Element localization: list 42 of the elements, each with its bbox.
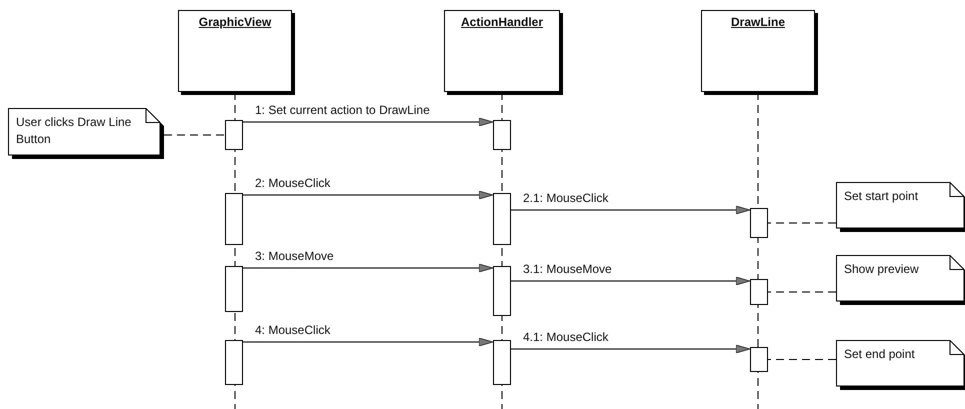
- note: [8, 108, 164, 159]
- message-label: 3: MouseMove: [255, 249, 334, 263]
- activation-bar: [493, 266, 511, 316]
- activation-bar: [750, 347, 768, 372]
- lifeline-name: DrawLine: [730, 15, 785, 29]
- note-connector: [164, 134, 226, 136]
- note-text: Show preview: [844, 261, 920, 278]
- lifeline-name: GraphicView: [198, 15, 272, 29]
- note: [836, 182, 965, 232]
- message-arrow: [510, 206, 750, 214]
- message-arrow: [242, 264, 494, 272]
- message-arrow: [510, 344, 750, 354]
- note-connector: [768, 222, 836, 224]
- message-label: 4.1: MouseClick: [523, 330, 608, 344]
- lifeline-name: ActionHandler: [460, 15, 543, 29]
- message-label: 4: MouseClick: [255, 323, 330, 337]
- activation-bar: [225, 120, 243, 150]
- activation-bar: [225, 193, 243, 245]
- note-connector: [768, 359, 836, 360]
- activation-bar: [225, 266, 243, 312]
- note: [836, 255, 965, 305]
- message-label: 3.1: MouseMove: [523, 262, 612, 276]
- note-text: User clicks Draw Line Button: [16, 114, 132, 148]
- message-arrow: [242, 190, 494, 200]
- activation-bar: [750, 279, 768, 305]
- message-label: 1: Set current action to DrawLine: [255, 103, 430, 117]
- message-label: 2.1: MouseClick: [523, 191, 608, 205]
- note: [836, 340, 965, 390]
- activation-bar: [225, 340, 243, 385]
- message-label: 2: MouseClick: [255, 176, 330, 190]
- message-arrow: [510, 276, 750, 286]
- message-arrow: [242, 118, 494, 126]
- activation-bar: [493, 193, 511, 245]
- activation-bar: [493, 340, 511, 385]
- lifeline-head: [701, 10, 815, 92]
- lifeline-head: [444, 10, 560, 92]
- lifeline-head: [178, 10, 292, 92]
- activation-bar: [750, 208, 768, 238]
- note-text: Set end point: [844, 346, 916, 363]
- activation-bar: [493, 120, 511, 150]
- note-text: Set start point: [844, 188, 920, 205]
- message-arrow: [242, 338, 494, 346]
